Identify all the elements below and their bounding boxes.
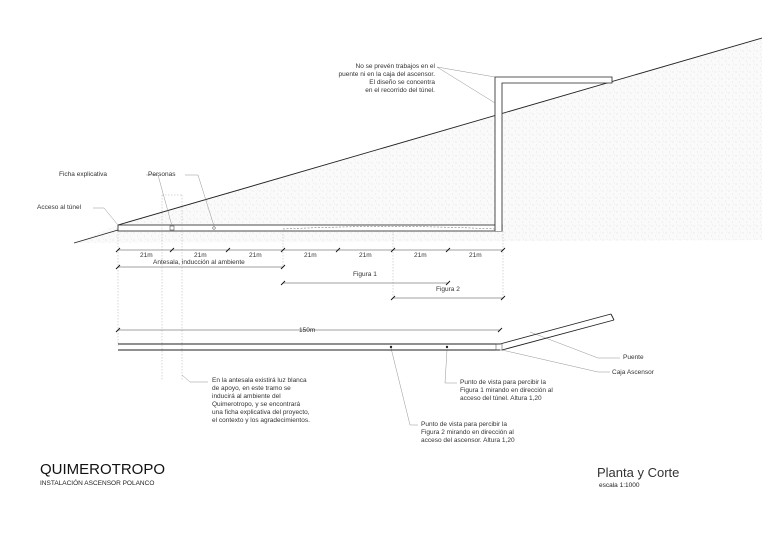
note-figura1: Punto de vista para percibir la Figura 1… bbox=[460, 379, 553, 403]
terrain-slope bbox=[117, 37, 762, 226]
leader-lines bbox=[93, 66, 620, 426]
persona-marker bbox=[212, 226, 216, 230]
label-acceso: Acceso al túnel bbox=[37, 204, 82, 211]
dim-1: 21m bbox=[140, 252, 153, 259]
label-personas: Personas bbox=[148, 171, 176, 178]
terrain-fill bbox=[74, 38, 762, 243]
dimension-ticks bbox=[115, 247, 506, 333]
note-line: Figura 1 mirando en dirección al bbox=[460, 387, 553, 394]
note-line: acceso del túnel. Altura 1,20 bbox=[460, 395, 542, 402]
tunnel-plan bbox=[118, 313, 615, 351]
elevator-box-plan bbox=[495, 343, 503, 351]
note-line: Punto de vista para percibir la bbox=[421, 421, 507, 428]
note-line: Punto de vista para percibir la bbox=[460, 379, 546, 386]
label-figura2: Figura 2 bbox=[436, 286, 460, 293]
note-line: en el recorrido del túnel. bbox=[365, 87, 435, 94]
label-length: 150m bbox=[299, 327, 316, 334]
viewpoint-fig1 bbox=[445, 345, 449, 349]
dim-3: 21m bbox=[249, 252, 262, 259]
project-title: QUIMEROTROPO bbox=[40, 461, 166, 478]
note-line: Quimerotropo, y se encontrará bbox=[212, 401, 301, 408]
tunnel-section bbox=[117, 224, 503, 232]
note-line: acceso del ascensor. Altura 1,20 bbox=[421, 437, 515, 444]
label-puente: Puente bbox=[623, 354, 644, 361]
note-line: inducirá al ambiente del bbox=[212, 393, 281, 400]
dim-5: 21m bbox=[359, 252, 372, 259]
label-antesala: Antesala, inducción al ambiente bbox=[153, 259, 245, 266]
sheet-title: Planta y Corte bbox=[597, 465, 680, 480]
note-line: En la antesala existirá luz blanca bbox=[212, 377, 307, 384]
note-line: el contexto y los agradecimientos. bbox=[212, 417, 310, 424]
project-subtitle: INSTALACIÓN ASCENSOR POLANCO bbox=[40, 480, 155, 487]
note-bridge: No se prevén trabajos en el puente ni en… bbox=[300, 63, 435, 95]
viewpoint-fig2 bbox=[389, 345, 393, 349]
note-figura2: Punto de vista para percibir la Figura 2… bbox=[421, 421, 515, 445]
label-ficha: Ficha explicativa bbox=[59, 171, 108, 178]
note-line: El diseño se concentra bbox=[369, 79, 435, 86]
note-line: Figura 2 mirando en dirección al bbox=[421, 429, 514, 436]
note-line: puente ni en la caja del ascensor. bbox=[338, 71, 435, 78]
dim-6: 21m bbox=[414, 252, 427, 259]
note-line: de apoyo, en este tramo se bbox=[212, 385, 291, 392]
label-caja: Caja Ascensor bbox=[612, 369, 654, 376]
note-antesala: En la antesala existirá luz blanca de ap… bbox=[212, 377, 310, 425]
dimension-lines bbox=[118, 249, 503, 331]
label-figura1: Figura 1 bbox=[353, 271, 377, 278]
dim-2: 21m bbox=[194, 252, 207, 259]
dim-7: 21m bbox=[469, 252, 482, 259]
note-line: una ficha explicativa del proyecto, bbox=[212, 409, 310, 416]
dashed-path bbox=[282, 226, 496, 230]
note-line: No se prevén trabajos en el bbox=[355, 63, 436, 70]
ground-line bbox=[73, 229, 119, 244]
sheet-scale: escala 1:1000 bbox=[599, 482, 640, 489]
dim-4: 21m bbox=[304, 252, 317, 259]
elevator-shaft bbox=[494, 76, 613, 231]
